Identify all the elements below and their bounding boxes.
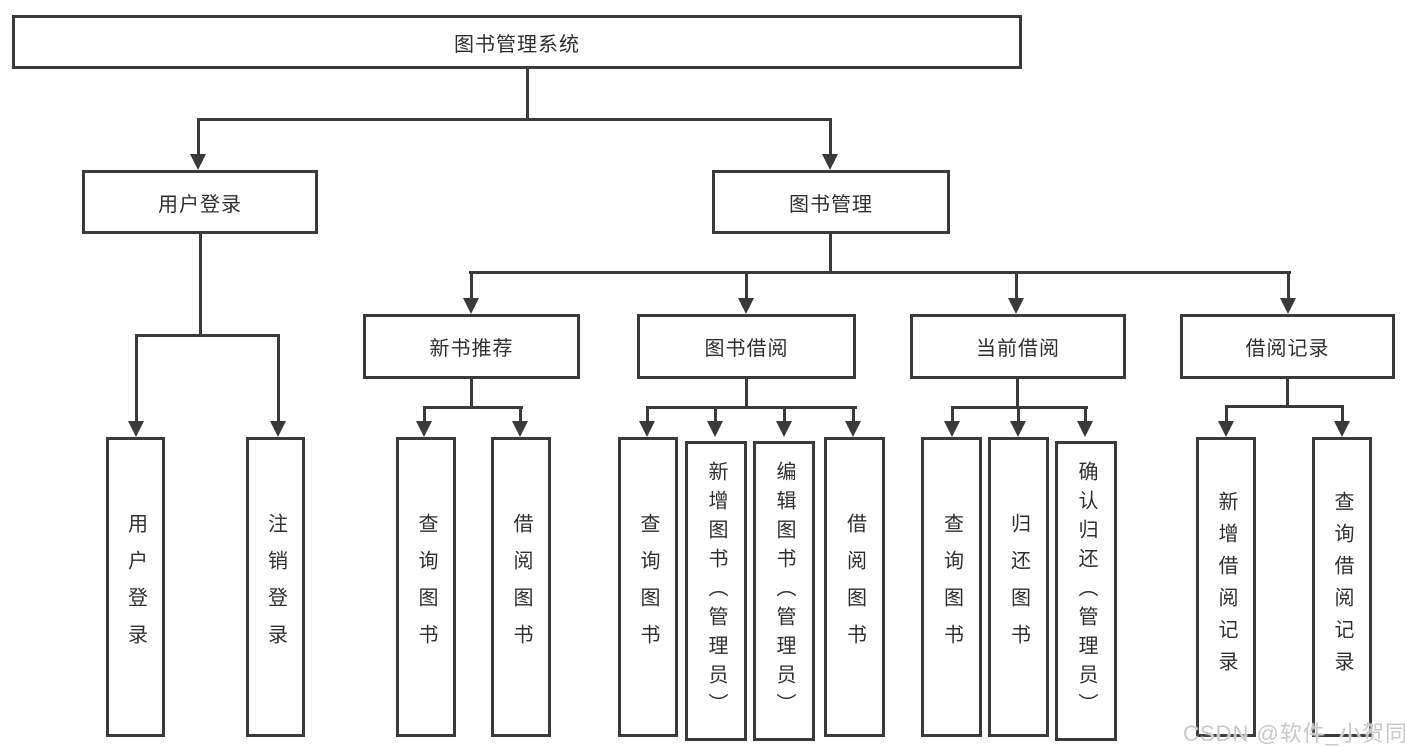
edge-arrowhead xyxy=(738,298,754,314)
leaf-label: 编辑图书（管理员） xyxy=(773,460,795,722)
leaf-label: 查询图书 xyxy=(940,513,963,661)
node-book-borrowing-label: 图书借阅 xyxy=(704,338,789,360)
edge-line xyxy=(745,379,748,409)
edge-line xyxy=(646,406,857,409)
node-root: 图书管理系统 xyxy=(12,15,1022,69)
edge-arrowhead xyxy=(845,421,861,437)
edge-line xyxy=(470,379,473,409)
node-current-borrowing-label: 当前借阅 xyxy=(976,338,1060,360)
leaf-label: 新增图书（管理员） xyxy=(705,460,727,722)
edge-arrowhead xyxy=(1218,421,1234,437)
edge-line xyxy=(829,234,832,274)
node-current-borrowing: 当前借阅 xyxy=(910,314,1126,379)
edge-line xyxy=(1017,406,1020,422)
edge-arrowhead xyxy=(416,421,432,437)
edge-line xyxy=(197,118,832,121)
edge-arrowhead xyxy=(1334,421,1350,437)
leaf-label: 新增借阅记录 xyxy=(1215,491,1237,683)
edge-line xyxy=(646,406,649,422)
leaf-return-books: 归还图书 xyxy=(988,437,1049,737)
leaf-label: 确认归还（管理员） xyxy=(1075,460,1097,722)
csdn-watermark: CSDN @软件_小贺同学 xyxy=(1183,721,1405,746)
edge-arrowhead xyxy=(1008,298,1024,314)
edge-line xyxy=(1084,406,1087,422)
node-borrowing-records: 借阅记录 xyxy=(1180,314,1395,379)
edge-arrowhead xyxy=(707,421,723,437)
edge-line xyxy=(470,271,473,299)
leaf-add-books-admin: 新增图书（管理员） xyxy=(685,441,747,741)
edge-line xyxy=(519,406,522,422)
node-root-label: 图书管理系统 xyxy=(454,33,580,56)
leaf-query-books-2: 查询图书 xyxy=(618,437,678,737)
edge-line xyxy=(1225,405,1344,408)
leaf-query-books-1: 查询图书 xyxy=(396,437,456,737)
leaf-query-borrow-record: 查询借阅记录 xyxy=(1312,437,1372,737)
leaf-borrow-books-1: 借阅图书 xyxy=(491,437,551,737)
edge-line xyxy=(1225,405,1228,422)
edge-line xyxy=(1341,405,1344,422)
node-book-borrowing: 图书借阅 xyxy=(637,314,856,379)
edge-line xyxy=(1286,379,1289,408)
edge-arrowhead xyxy=(270,421,286,437)
leaf-logout: 注销登录 xyxy=(246,437,305,737)
edge-arrowhead xyxy=(639,421,655,437)
leaf-label: 查询图书 xyxy=(637,513,659,661)
leaf-label: 查询图书 xyxy=(415,513,437,661)
edge-line xyxy=(852,406,855,422)
node-book-management-label: 图书管理 xyxy=(789,193,873,216)
leaf-user-login: 用户登录 xyxy=(106,437,165,737)
leaf-label: 注销登录 xyxy=(264,513,287,661)
leaf-edit-books-admin: 编辑图书（管理员） xyxy=(753,441,815,741)
node-user-login: 用户登录 xyxy=(82,170,318,234)
leaf-confirm-return-admin: 确认归还（管理员） xyxy=(1055,441,1117,741)
leaf-borrow-books-2: 借阅图书 xyxy=(824,437,885,737)
edge-line xyxy=(1015,271,1018,299)
leaf-label: 用户登录 xyxy=(124,513,147,661)
edge-line xyxy=(423,406,523,409)
edge-arrowhead xyxy=(463,298,479,314)
edge-arrowhead xyxy=(1280,298,1296,314)
edge-line xyxy=(199,234,202,336)
edge-line xyxy=(1287,271,1290,299)
edge-line xyxy=(423,406,426,422)
edge-arrowhead xyxy=(1077,421,1093,437)
edge-arrowhead xyxy=(822,154,838,170)
leaf-label: 归还图书 xyxy=(1007,513,1030,661)
leaf-query-books-3: 查询图书 xyxy=(921,437,982,737)
edge-arrowhead xyxy=(128,421,144,437)
edge-line xyxy=(277,334,280,422)
edge-line xyxy=(469,271,1291,274)
edge-line xyxy=(1016,379,1019,409)
edge-arrowhead xyxy=(190,154,206,170)
leaf-label: 借阅图书 xyxy=(510,513,532,661)
edge-line xyxy=(714,406,717,422)
node-borrowing-records-label: 借阅记录 xyxy=(1245,338,1330,360)
edge-arrowhead xyxy=(944,421,960,437)
edge-line xyxy=(197,118,200,156)
leaf-add-borrow-record: 新增借阅记录 xyxy=(1196,437,1256,737)
node-book-management: 图书管理 xyxy=(712,170,950,234)
leaf-label: 查询借阅记录 xyxy=(1331,491,1353,683)
node-new-book-recommend: 新书推荐 xyxy=(363,314,580,379)
edge-line xyxy=(783,406,786,422)
node-user-login-label: 用户登录 xyxy=(158,193,242,216)
edge-line xyxy=(526,68,529,120)
edge-line xyxy=(135,334,138,422)
leaf-label: 借阅图书 xyxy=(843,513,866,661)
edge-line xyxy=(745,271,748,299)
edge-line xyxy=(951,406,954,422)
edge-arrowhead xyxy=(512,421,528,437)
node-new-book-recommend-label: 新书推荐 xyxy=(429,338,514,360)
edge-line xyxy=(135,334,280,337)
edge-line xyxy=(829,118,832,156)
edge-arrowhead xyxy=(1010,421,1026,437)
edge-arrowhead xyxy=(776,421,792,437)
